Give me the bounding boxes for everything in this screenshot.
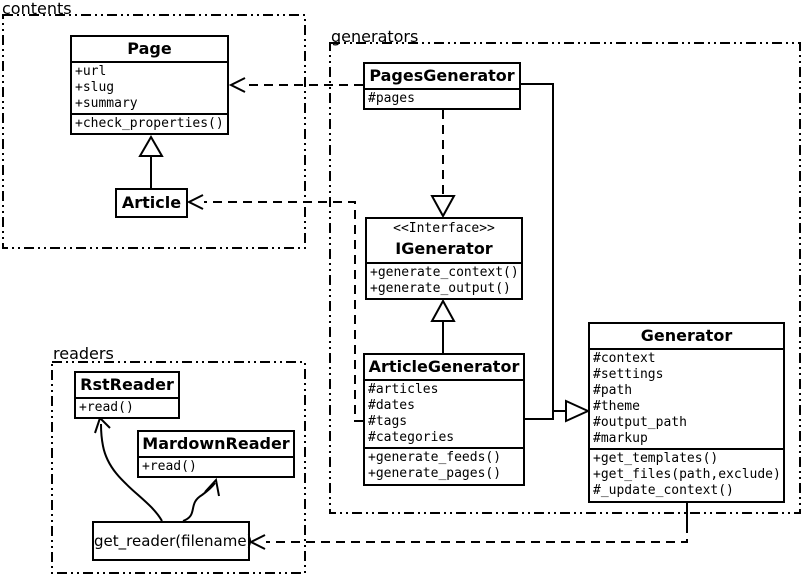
generator-attributes: #context #settings #path #theme #output_… (590, 348, 783, 448)
class-attribute: +url (75, 64, 107, 79)
class-title-generator: Generator (640, 326, 733, 345)
inheritance-arrow-articlegenerator-to-generator (525, 411, 554, 420)
class-attribute: #output_path (593, 415, 687, 430)
curved-arrow-getreader-to-mardownreader (182, 477, 220, 522)
class-attribute: #categories (368, 430, 455, 445)
articlegenerator-attributes: #articles #dates #tags #categories (365, 379, 523, 447)
function-node-get-reader: get_reader(filename) (92, 521, 252, 561)
class-method: +read() (142, 459, 197, 474)
class-box-mardownreader: MardownReader +read() (137, 430, 295, 478)
class-box-article: Article (115, 188, 188, 218)
class-title-article: Article (121, 193, 182, 212)
igenerator-title-block: <<Interface>> IGenerator (367, 219, 521, 262)
pagesgenerator-attributes: #pages (365, 88, 519, 108)
class-method: +check_properties() (75, 116, 224, 131)
dependency-arrow-articlegenerator-to-article (186, 194, 363, 422)
class-attribute: #pages (368, 91, 415, 106)
generator-methods: +get_templates() +get_files(path,exclude… (590, 448, 783, 500)
class-attribute: #settings (593, 367, 664, 382)
class-attribute: #markup (593, 431, 648, 446)
package-generators-border (329, 42, 801, 514)
class-attribute: #articles (368, 382, 439, 397)
class-title-igenerator: IGenerator (395, 239, 493, 258)
class-method: #_update_context() (593, 483, 734, 498)
inheritance-arrow-articlegenerator-to-igenerator (430, 298, 456, 353)
articlegenerator-methods: +generate_feeds() +generate_pages() (365, 447, 523, 483)
class-title-mardownreader: MardownReader (142, 434, 290, 453)
igenerator-methods: +generate_context() +generate_output() (367, 262, 521, 298)
package-label-generators: generators (331, 27, 419, 46)
class-title-articlegenerator: ArticleGenerator (368, 357, 520, 376)
dependency-arrow-pagesgenerator-to-page (228, 77, 363, 93)
class-box-articlegenerator: ArticleGenerator #articles #dates #tags … (363, 353, 525, 486)
class-title-page: Page (127, 39, 172, 58)
class-attribute: #tags (368, 414, 408, 429)
package-contents-border (2, 14, 306, 249)
class-method: +get_files(path,exclude) (593, 467, 780, 482)
class-attribute: #dates (368, 398, 415, 413)
package-readers-border (51, 361, 306, 574)
mardownreader-methods: +read() (139, 456, 293, 476)
page-methods: +check_properties() (72, 113, 227, 133)
realization-arrow-pagesgenerator-to-igenerator (430, 110, 456, 219)
class-attribute: +summary (75, 96, 138, 111)
inheritance-arrow-pagesgenerator-to-generator (521, 83, 591, 423)
class-box-igenerator: <<Interface>> IGenerator +generate_conte… (365, 217, 523, 300)
class-method: +generate_context() (370, 265, 518, 280)
class-attribute: #theme (593, 399, 640, 414)
package-label-contents: contents (2, 0, 72, 18)
class-method: +generate_pages() (368, 466, 502, 481)
class-method: +read() (79, 400, 134, 415)
class-attribute: +slug (75, 80, 115, 95)
class-box-generator: Generator #context #settings #path #them… (588, 322, 785, 503)
class-attribute: #context (593, 351, 656, 366)
package-label-readers: readers (53, 344, 114, 363)
class-box-pagesgenerator: PagesGenerator #pages (363, 62, 521, 110)
class-box-rstreader: RstReader +read() (74, 371, 180, 419)
interface-stereotype: <<Interface>> (393, 221, 495, 236)
class-attribute: #path (593, 383, 633, 398)
rstreader-methods: +read() (76, 397, 178, 417)
page-attributes: +url +slug +summary (72, 61, 227, 113)
class-method: +generate_feeds() (368, 450, 502, 465)
class-title-rstreader: RstReader (80, 375, 174, 394)
dependency-arrow-generator-to-getreader (248, 502, 688, 550)
class-method: +get_templates() (593, 451, 719, 466)
inheritance-arrow-article-to-page (138, 135, 164, 188)
class-method: +generate_output() (370, 281, 511, 296)
class-box-page: Page +url +slug +summary +check_properti… (70, 35, 229, 135)
class-title-pagesgenerator: PagesGenerator (369, 66, 515, 85)
